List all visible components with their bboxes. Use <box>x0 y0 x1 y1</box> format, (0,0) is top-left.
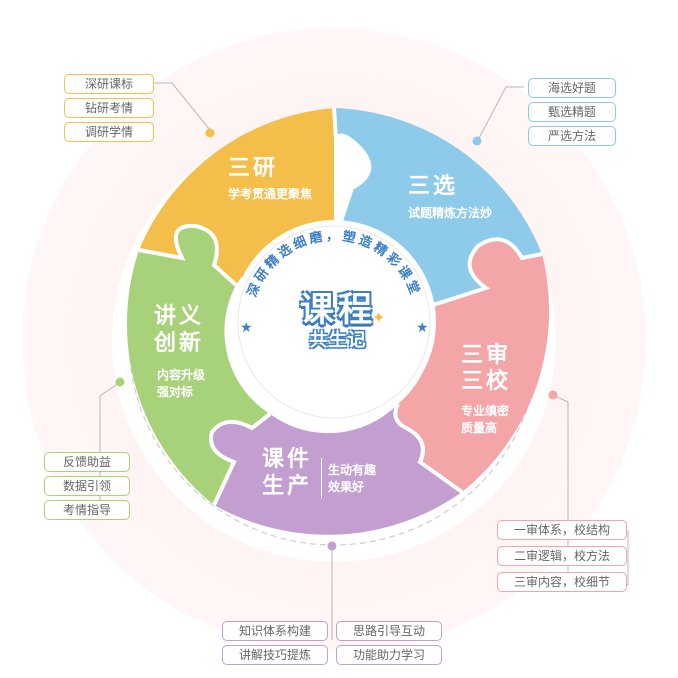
segment-kejian-shape <box>210 404 462 535</box>
sanxuan-subtitle: 试题精炼方法妙 <box>408 206 493 220</box>
sanyan-title: 三研 <box>228 156 279 181</box>
tag-jiangyi-1: 反馈助益 <box>44 452 130 472</box>
segment-sanshen-shape <box>395 239 550 492</box>
tag-jiangyi-3: 考情指导 <box>44 500 130 520</box>
sanxuan-title: 三选 <box>408 174 459 199</box>
tag-sanxuan-2: 甄选精题 <box>528 102 616 122</box>
tag-sanyan-3: 调研学情 <box>64 122 154 142</box>
sanshen-subtitle-2: 质量高 <box>461 421 498 435</box>
tag-sanshen-3: 三审内容，校细节 <box>497 572 627 592</box>
tag-sanyan-1: 深研课标 <box>64 74 154 94</box>
segment-sanxuan-shape <box>334 108 542 306</box>
tag-sanxuan-1: 海选好题 <box>528 78 616 98</box>
tag-sanshen-2: 二审逻辑，校方法 <box>497 546 627 566</box>
right-star-icon: ★ <box>416 320 429 336</box>
kejian-subtitle-1: 生动有趣 <box>328 463 377 477</box>
segment-jiangyi-shape <box>126 225 271 505</box>
tag-sanyan-2: 钻研考情 <box>64 98 154 118</box>
sanshen-title-2: 三校 <box>461 369 512 394</box>
kejian-divider <box>321 458 322 498</box>
jiangyi-title-2: 创新 <box>154 331 205 356</box>
center-title: 课程 <box>300 290 376 330</box>
segment-separators <box>138 107 543 506</box>
sanshen-title-1: 三审 <box>461 343 512 368</box>
jiangyi-subtitle-1: 内容升级 <box>157 368 206 382</box>
kejian-title-1: 课件 <box>262 447 313 472</box>
tag-kejian-2: 思路引导互动 <box>336 621 442 641</box>
left-star-icon: ★ <box>240 320 253 336</box>
tag-jiangyi-2: 数据引领 <box>44 476 130 496</box>
center-disc <box>232 220 436 424</box>
kejian-title-2: 生产 <box>262 474 313 499</box>
tag-kejian-4: 功能助力学习 <box>336 645 442 665</box>
tag-kejian-3: 讲解技巧提炼 <box>222 645 328 665</box>
sanyan-subtitle: 学考贯通更聚焦 <box>228 187 313 201</box>
jiangyi-subtitle-2: 强对标 <box>157 385 194 399</box>
center-subtitle: 共生记 <box>309 330 367 351</box>
tag-sanxuan-3: 严选方法 <box>528 126 616 146</box>
sanshen-subtitle-1: 专业缜密 <box>461 404 510 418</box>
kejian-subtitle-2: 效果好 <box>328 480 365 494</box>
sparkle-icon: ✦ <box>372 308 386 327</box>
tag-sanshen-1: 一审体系，校结构 <box>497 520 627 540</box>
center-inner-ring <box>237 225 431 419</box>
jiangyi-title-1: 讲义 <box>154 304 205 329</box>
tag-kejian-1: 知识体系构建 <box>222 621 328 641</box>
